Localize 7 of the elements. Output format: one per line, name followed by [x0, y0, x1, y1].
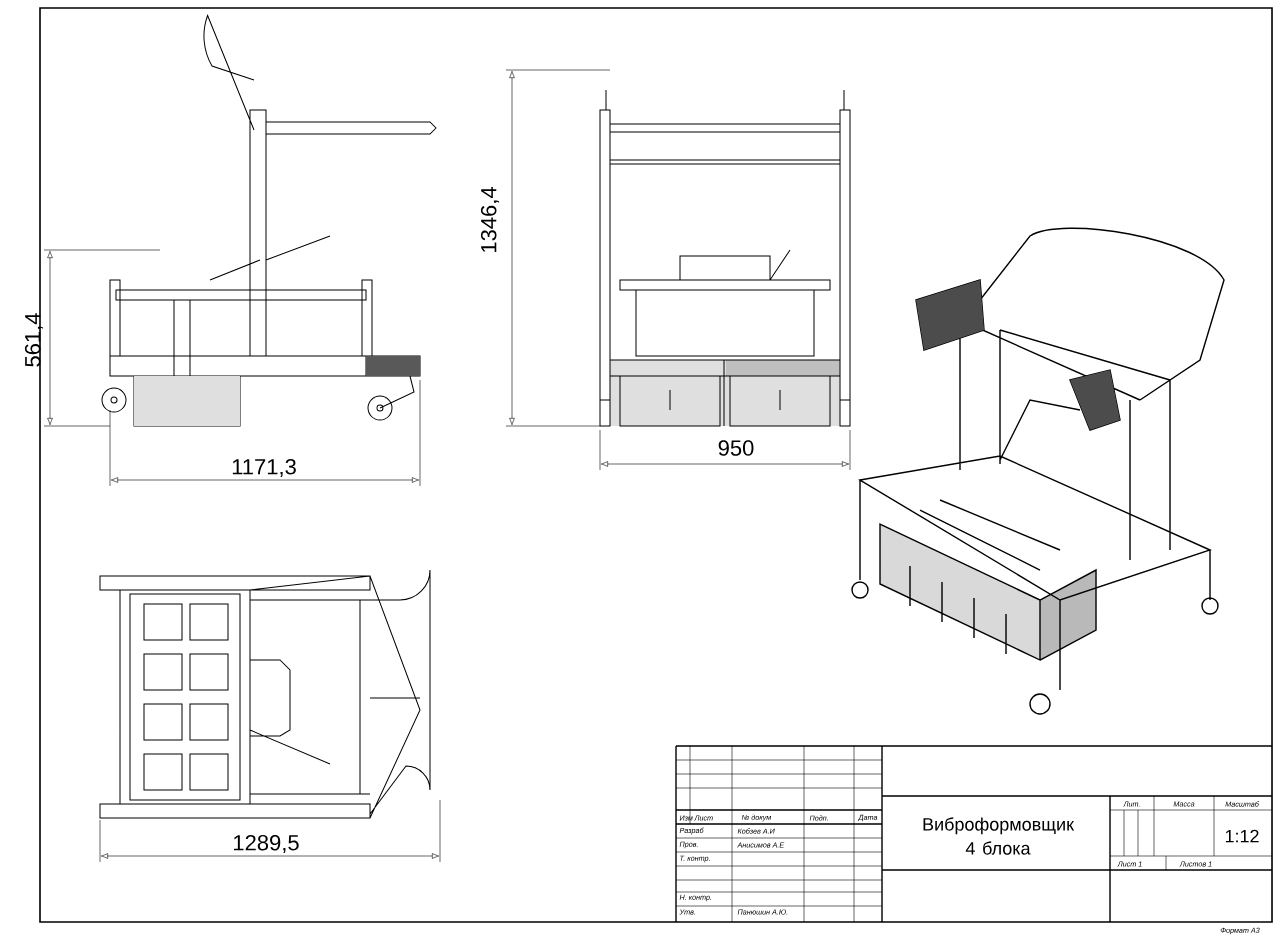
title-block-text: 1:12: [1225, 829, 1259, 843]
dimension-text: 1171,3: [232, 458, 296, 478]
dimension-text: 1346,4: [480, 187, 500, 252]
drawing-title: Виброформовщик 4 блока: [923, 817, 1075, 855]
dimension-text: 950: [718, 440, 754, 456]
dimension-text: 1289,5: [234, 834, 299, 854]
dimension-text: 561,4: [24, 313, 44, 367]
